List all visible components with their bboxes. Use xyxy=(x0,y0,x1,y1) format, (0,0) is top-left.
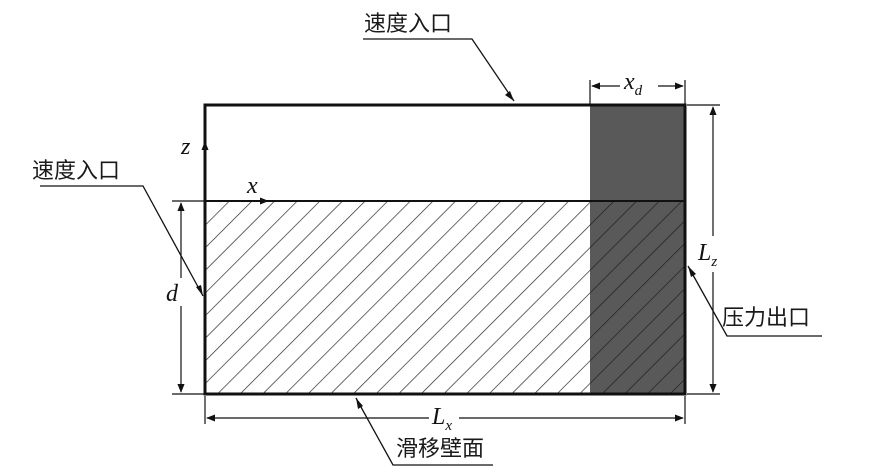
velocity-inlet-top-label: 速度入口 xyxy=(364,12,452,37)
sliding-wall-label: 滑移壁面 xyxy=(396,437,484,462)
velocity-inlet-left-label: 速度入口 xyxy=(32,159,120,184)
d-label-bg xyxy=(164,278,184,306)
z-axis-label: z xyxy=(180,134,191,160)
lx-label-bg xyxy=(429,402,459,430)
velocity-inlet-top-leader xyxy=(363,38,515,102)
velocity-inlet-left-arrowhead xyxy=(196,285,203,296)
pressure-outlet-arrowhead xyxy=(688,266,696,277)
domain-boundary xyxy=(203,103,687,396)
d-label: d xyxy=(166,281,179,307)
lz-label: Lz xyxy=(697,240,717,270)
xd-label-bg xyxy=(620,66,658,92)
x-axis-label: x xyxy=(246,173,258,199)
water-region-hatch xyxy=(205,201,685,394)
pressure-outlet-leader xyxy=(687,265,822,337)
lx-label: Lx xyxy=(431,404,452,434)
pressure-outlet-label: 压力出口 xyxy=(722,306,810,331)
lz-label-bg xyxy=(697,236,727,272)
xd-label: xd xyxy=(623,69,643,99)
velocity-inlet-top-arrowhead xyxy=(505,91,514,101)
sliding-wall-arrowhead xyxy=(356,398,363,409)
